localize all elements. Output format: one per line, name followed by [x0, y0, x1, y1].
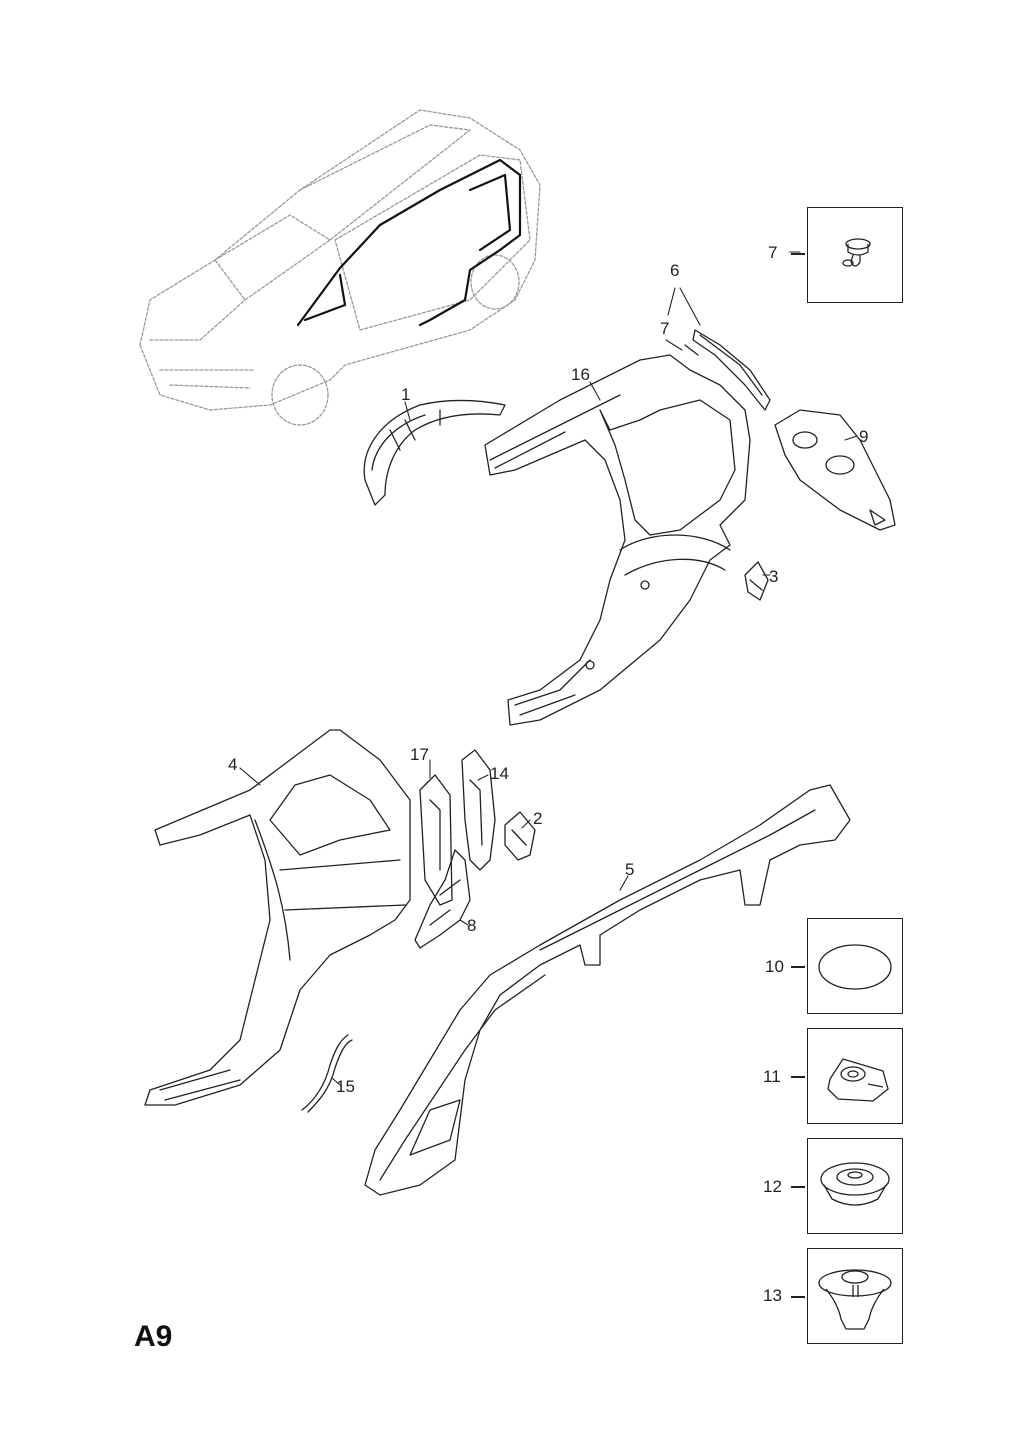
part-3-bracket-icon	[744, 561, 769, 601]
fastener-box-11	[807, 1028, 903, 1124]
flat-round-plug-icon	[818, 944, 892, 990]
part-2-bracket-icon	[504, 811, 536, 861]
callout-15: 15	[336, 1077, 355, 1096]
callout-3: 3	[769, 567, 779, 586]
leader-10-box	[791, 966, 805, 968]
part-5-roof-rail-icon	[364, 784, 851, 1196]
u-nut-clip-icon	[827, 1058, 889, 1102]
callout-16: 16	[571, 365, 590, 384]
part-6-rail-icon	[684, 329, 771, 411]
part-1-wheelhouse-icon	[363, 399, 506, 506]
push-rivet-icon	[818, 1269, 892, 1330]
part-16-inner-quarter-icon	[484, 354, 751, 726]
fastener-box-12	[807, 1138, 903, 1234]
callout-2: 2	[533, 809, 543, 828]
callout-7-lower: 7	[660, 319, 670, 338]
leader-13-box	[791, 1296, 805, 1298]
callout-1: 1	[401, 385, 411, 404]
fastener-box-7	[807, 207, 903, 303]
callout-13: 13	[763, 1286, 782, 1305]
plate-code: A9	[134, 1320, 173, 1353]
callout-6: 6	[670, 261, 680, 280]
callout-4: 4	[228, 755, 238, 774]
callout-5: 5	[625, 860, 635, 879]
vehicle-overview-icon	[139, 109, 541, 426]
callout-10: 10	[765, 957, 784, 976]
part-15-seal-strip-icon	[301, 1034, 353, 1113]
leader-12-box	[791, 1186, 805, 1188]
callout-11: 11	[763, 1067, 781, 1086]
part-8-reinforcement-icon	[414, 849, 471, 949]
callout-7-upper: 7	[768, 243, 778, 262]
fastener-box-10	[807, 918, 903, 1014]
callout-17: 17	[410, 745, 429, 764]
part-4-outer-side-panel-icon	[144, 729, 411, 1106]
part-17-reinforcement-icon	[419, 774, 453, 906]
callout-14: 14	[490, 764, 509, 783]
grommet-icon	[820, 1162, 890, 1206]
leader-11-box	[791, 1076, 805, 1078]
push-pin-clip-icon	[842, 238, 871, 267]
part-14-reinforcement-icon	[461, 749, 496, 871]
fastener-box-13	[807, 1248, 903, 1344]
part-9-rear-panel-icon	[774, 409, 896, 531]
leader-lines	[239, 251, 858, 1086]
leader-7-box	[791, 253, 805, 255]
vehicle-highlight-icon	[296, 158, 522, 327]
callout-12: 12	[763, 1177, 782, 1196]
callout-8: 8	[467, 916, 477, 935]
callout-9: 9	[859, 427, 869, 446]
